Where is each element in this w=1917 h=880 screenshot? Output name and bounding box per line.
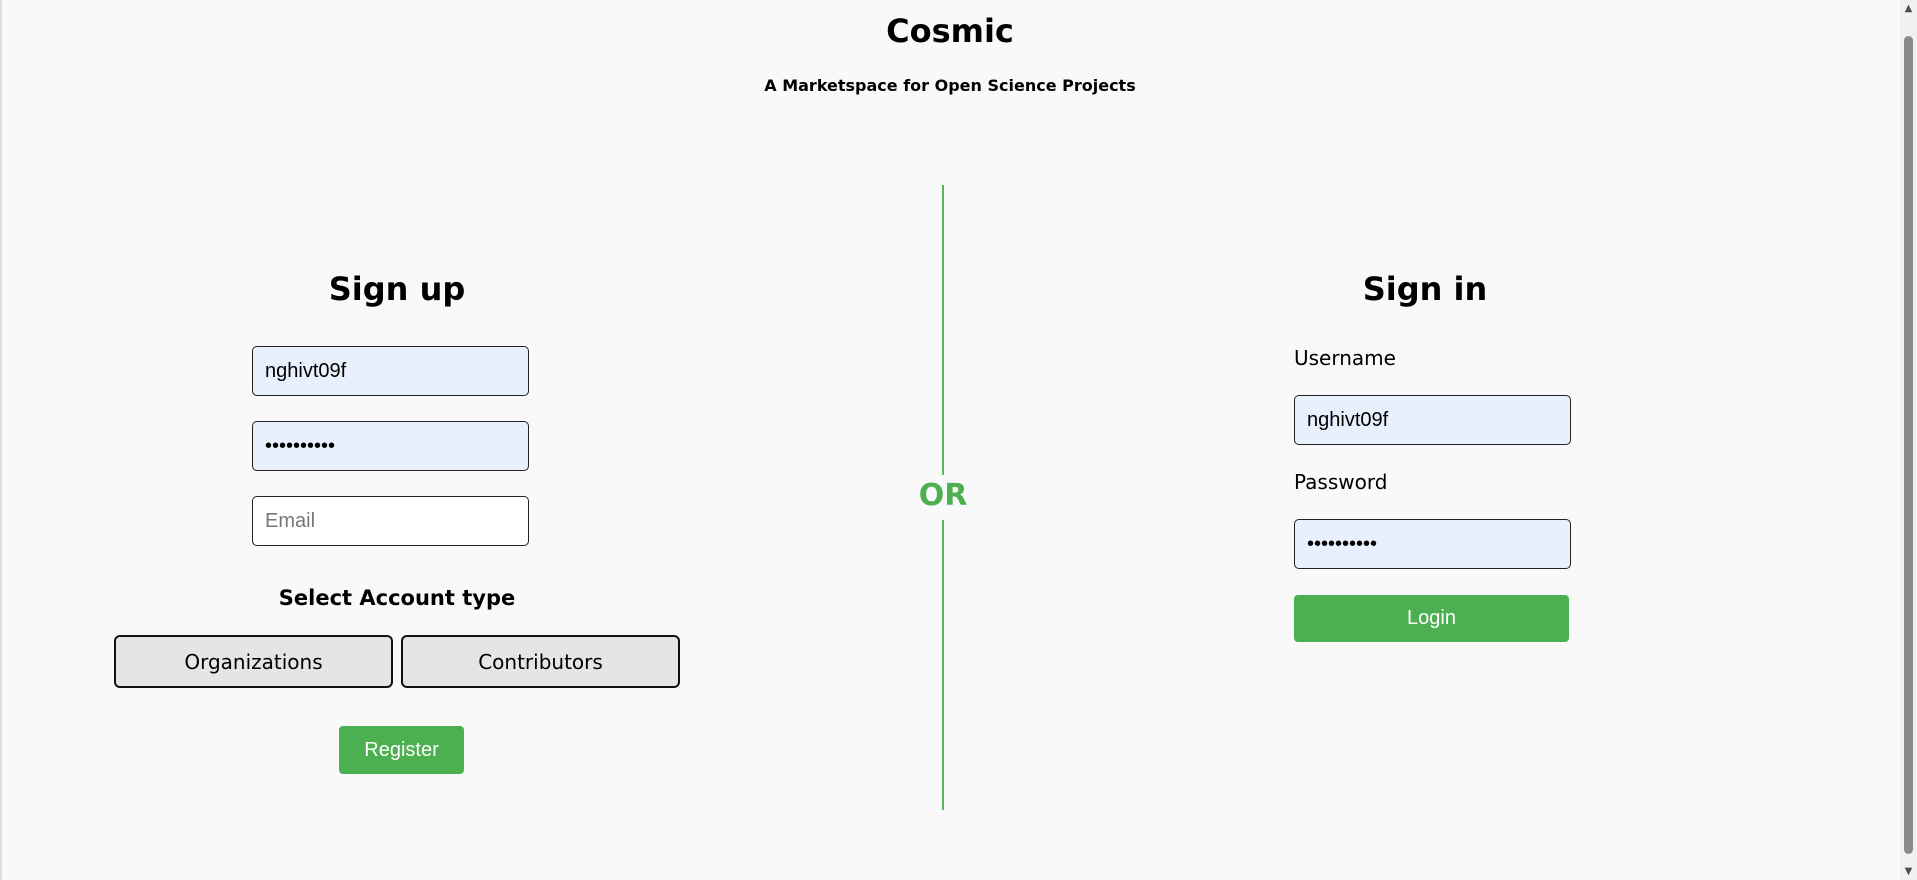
scroll-thumb[interactable] bbox=[1904, 36, 1913, 854]
divider-line-top bbox=[942, 185, 944, 475]
signin-password-label: Password bbox=[1294, 470, 1388, 494]
login-button[interactable]: Login bbox=[1294, 595, 1569, 642]
app-title: Cosmic bbox=[886, 12, 1014, 50]
scroll-up-icon[interactable]: ▲ bbox=[1904, 3, 1913, 14]
signin-password-input[interactable] bbox=[1294, 519, 1571, 569]
signin-username-input[interactable] bbox=[1294, 395, 1571, 445]
register-button[interactable]: Register bbox=[339, 726, 464, 774]
account-type-contributors-button[interactable]: Contributors bbox=[401, 635, 680, 688]
signup-email-input[interactable] bbox=[252, 496, 529, 546]
page-scrollbar[interactable]: ▲ ▼ bbox=[1900, 0, 1917, 880]
signin-title: Sign in bbox=[1362, 270, 1488, 308]
signup-title: Sign up bbox=[328, 270, 466, 308]
signup-username-input[interactable] bbox=[252, 346, 529, 396]
app-subtitle: A Marketspace for Open Science Projects bbox=[764, 76, 1136, 95]
scroll-down-icon[interactable]: ▼ bbox=[1904, 866, 1913, 877]
account-type-organizations-button[interactable]: Organizations bbox=[114, 635, 393, 688]
divider-or-label: OR bbox=[918, 478, 968, 513]
signup-password-input[interactable] bbox=[252, 421, 529, 471]
account-type-heading: Select Account type bbox=[278, 586, 516, 610]
signin-username-label: Username bbox=[1294, 346, 1396, 370]
divider-line-bottom bbox=[942, 520, 944, 810]
